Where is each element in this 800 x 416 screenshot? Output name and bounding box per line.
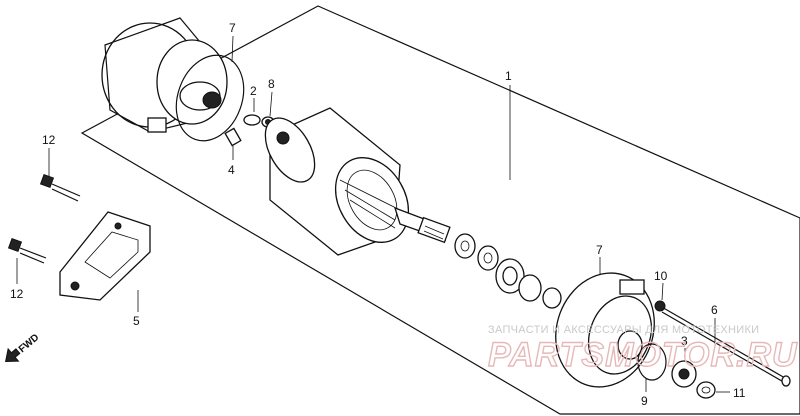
nut-3-washer-11: [671, 360, 716, 399]
fwd-arrow-icon: FWD: [5, 332, 42, 362]
callout-7-right: 7: [596, 243, 603, 257]
o-ring-7-top: [175, 54, 245, 142]
bolt-12-top: [39, 173, 81, 202]
callout-6: 6: [711, 303, 718, 317]
callout-3: 3: [681, 334, 688, 348]
washers-bearing: [454, 233, 562, 309]
callout-12-top: 12: [42, 133, 56, 147]
callout-10: 10: [654, 269, 668, 283]
callout-8: 8: [268, 77, 275, 91]
callout-9: 9: [641, 394, 648, 408]
bolt-12-bottom: [7, 237, 47, 264]
fwd-label: FWD: [17, 332, 42, 355]
callout-11: 11: [733, 386, 746, 400]
watermark-tagline: ЗАПЧАСТИ И АКСЕССУАРЫ ДЛЯ МОТОТЕХНИКИ: [488, 324, 759, 336]
callout-5: 5: [133, 314, 140, 328]
assembly-boundary: [80, 5, 800, 415]
callout-1: 1: [505, 69, 512, 83]
front-housing: [101, 17, 228, 133]
o-ring-9: [637, 343, 667, 381]
bracket-5: [59, 211, 151, 301]
callout-12-bottom: 12: [10, 287, 24, 301]
callout-7-top: 7: [229, 21, 236, 35]
watermark-brand: PARTSMOTOR.RU: [488, 336, 798, 374]
callout-4: 4: [228, 163, 235, 177]
armature-shaft: [393, 206, 451, 244]
motor-yoke: [264, 107, 410, 256]
rear-cover: [555, 272, 655, 388]
callout-2: 2: [250, 84, 257, 98]
leader-lines: [16, 35, 730, 393]
through-bolt-6: [654, 300, 791, 387]
